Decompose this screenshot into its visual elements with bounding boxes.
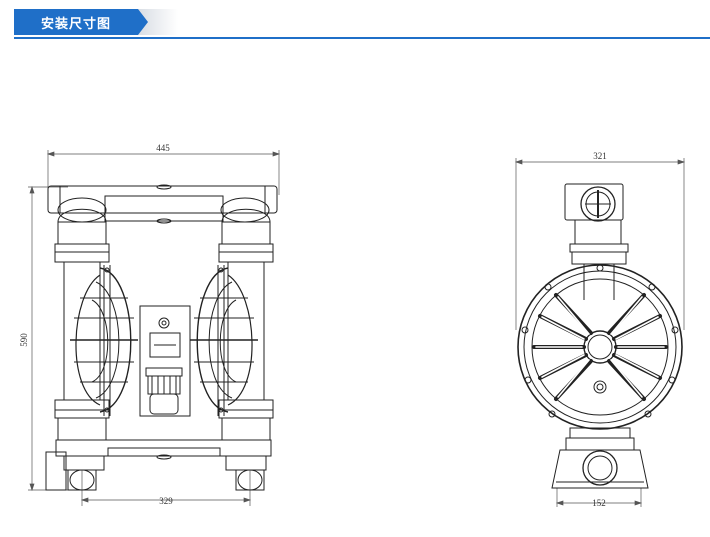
left-diaphragm-chamber (70, 265, 138, 416)
dim-front-width-label: 445 (156, 143, 170, 153)
side-diaphragm-housing (517, 264, 683, 430)
front-view: 445 590 329 (19, 143, 281, 506)
side-view: 321 152 (514, 151, 686, 508)
right-column (218, 221, 274, 441)
section-header: 安装尺寸图 (0, 0, 710, 42)
dim-side-width (514, 158, 686, 330)
right-diaphragm-chamber (190, 265, 258, 416)
left-column (54, 221, 110, 441)
suction-manifold (45, 439, 272, 491)
dim-front-height (28, 185, 75, 492)
discharge-manifold (47, 184, 278, 224)
section-title: 安装尺寸图 (14, 9, 138, 35)
dim-front-base (80, 470, 252, 506)
center-air-section (139, 305, 191, 417)
side-inlet-base (551, 427, 649, 489)
header-tab-arrow (138, 9, 148, 35)
dim-side-width-label: 321 (593, 151, 607, 161)
dim-side-base-label: 152 (592, 498, 606, 508)
header-underline (14, 37, 710, 39)
dim-front-width (46, 150, 281, 195)
dim-front-height-label: 590 (19, 333, 29, 347)
dim-front-base-label: 329 (159, 496, 173, 506)
dim-side-base (555, 488, 643, 507)
side-outlet-port (564, 183, 629, 300)
